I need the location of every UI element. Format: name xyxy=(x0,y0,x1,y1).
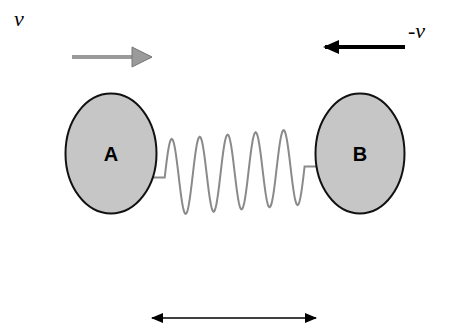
velocity-label: v xyxy=(14,6,24,32)
mass-ellipse: B xyxy=(314,92,406,215)
mass-label: A xyxy=(64,142,158,165)
spring-connector xyxy=(153,130,317,214)
velocity-label: -v xyxy=(408,18,425,44)
velocity-arrow-b xyxy=(325,45,405,49)
mass-label: B xyxy=(314,142,406,165)
double-arrow xyxy=(152,317,316,319)
mass-ellipse: A xyxy=(64,92,158,215)
velocity-arrow-a-head xyxy=(132,47,152,67)
